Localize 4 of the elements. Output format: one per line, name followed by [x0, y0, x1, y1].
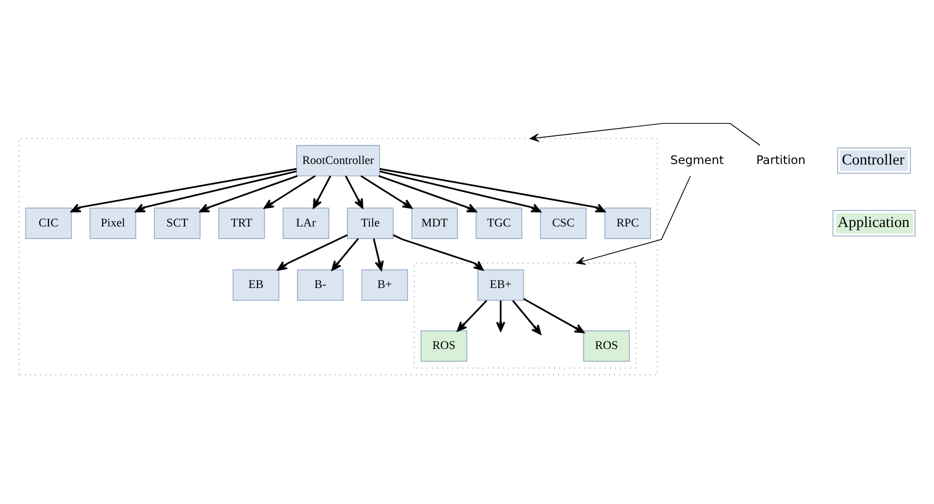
node-text: Partition — [756, 152, 806, 166]
legend-label: Controller — [842, 150, 904, 168]
node-text: Segment — [670, 152, 724, 166]
legend-label: Application — [838, 214, 910, 231]
